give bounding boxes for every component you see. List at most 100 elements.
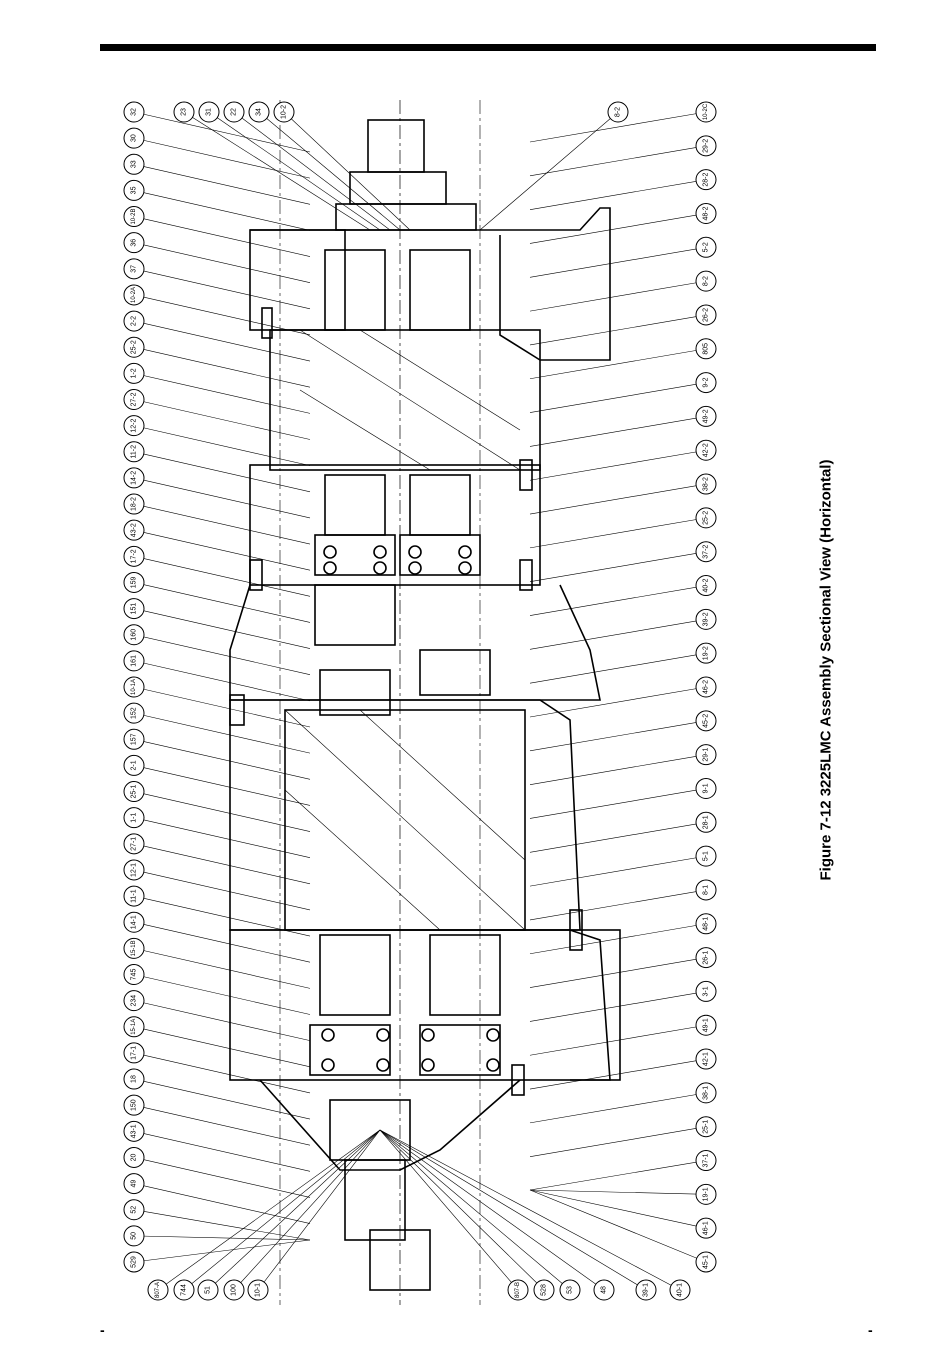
callout-label: 10-2 [281, 105, 288, 119]
callout-label: 28-1 [703, 815, 710, 829]
callout-label: 42-1 [703, 1052, 710, 1066]
callout-left-32: 15-1B [123, 937, 311, 989]
callout-label: 25-1 [131, 784, 138, 798]
callout-label: 14-1 [131, 915, 138, 929]
callout-label: 11-1 [131, 889, 138, 903]
callout-label: 18-2 [131, 497, 138, 511]
callout-right-6: 26-2 [529, 304, 717, 346]
callout-label: 807-B [515, 1282, 521, 1298]
callout-left-42: 52 [123, 1199, 311, 1241]
callout-left-29: 12-1 [123, 859, 311, 911]
callout-right-28: 42-1 [529, 1048, 717, 1090]
callout-label: 38-2 [703, 477, 710, 491]
callout-top-2: 22 [223, 101, 391, 231]
callout-left-6: 37 [123, 258, 311, 310]
callout-left-22: 10-1A [123, 676, 311, 728]
callout-left-40: 20 [123, 1146, 311, 1198]
callout-top-4: 10-2 [273, 101, 411, 231]
callout-label: 32 [131, 108, 138, 116]
callout-label: 48-1 [703, 917, 710, 931]
callout-left-21: 161 [123, 650, 311, 702]
callout-left-28: 27-1 [123, 833, 311, 885]
callout-label: 8-2 [703, 276, 710, 286]
callout-label: 50 [131, 1232, 138, 1240]
callout-left-18: 159 [123, 571, 311, 623]
callout-label: 528 [541, 1284, 548, 1296]
callout-label: 43-2 [131, 523, 138, 537]
callout-left-0: 32 [123, 101, 311, 153]
callout-label: 25-2 [703, 511, 710, 525]
callout-left-12: 12-2 [123, 415, 311, 466]
callout-left-36: 17-1 [123, 1042, 311, 1094]
callout-label: 12-1 [131, 863, 138, 877]
callout-label: 26-1 [703, 950, 710, 964]
callout-left-9: 25-2 [123, 336, 311, 388]
callout-left-44: 529 [123, 1239, 311, 1273]
callout-right-18: 45-2 [529, 710, 717, 752]
callout-label: 49-1 [703, 1018, 710, 1032]
callout-left-39: 43-1 [123, 1120, 311, 1172]
callout-label: 25-2 [131, 340, 138, 354]
callout-label: 39-2 [703, 612, 710, 626]
footer-left-mark: - [100, 1322, 105, 1338]
callout-label: 27-2 [131, 392, 138, 406]
callout-left-15: 18-2 [123, 493, 311, 545]
callout-right-25: 26-1 [529, 947, 717, 988]
callout-left-33: 745 [123, 964, 311, 1015]
callout-label: 807-A [155, 1282, 161, 1298]
caption-container: Figure 7-12 3225LMC Assembly Sectional V… [806, 430, 846, 910]
callout-label: 29-2 [703, 139, 710, 153]
callout-left-16: 43-2 [123, 519, 311, 571]
callout-label: 150 [131, 1099, 138, 1111]
callout-label: 2-1 [131, 760, 138, 770]
callout-right-32: 19-1 [529, 1183, 717, 1205]
callout-label: 52 [131, 1206, 138, 1214]
callout-left-3: 35 [123, 179, 311, 231]
callout-right-33: 46-1 [529, 1189, 717, 1239]
callout-label: 10-2C [703, 103, 709, 120]
callout-left-19: 151 [123, 598, 311, 649]
callout-right-top-0: 8-2 [479, 101, 629, 231]
callout-left-20: 160 [123, 624, 311, 676]
footer-right-mark: - [868, 1322, 873, 1338]
callout-left-38: 150 [123, 1094, 311, 1146]
callout-label: 5-2 [703, 242, 710, 252]
callout-label: 234 [131, 995, 138, 1007]
callout-label: 36 [131, 239, 138, 247]
callout-label: 744 [181, 1284, 188, 1296]
callout-right-20: 9-1 [529, 777, 717, 819]
callout-label: 40-2 [703, 578, 710, 592]
callout-label: 48 [601, 1286, 608, 1294]
callout-bottom-3: 100 [223, 1129, 381, 1301]
callout-label: 31 [206, 108, 213, 116]
callout-label: 529 [131, 1256, 138, 1268]
callout-label: 19-2 [703, 646, 710, 660]
callout-label: 34 [256, 108, 263, 116]
callout-right-4: 5-2 [529, 236, 717, 278]
callout-right-11: 38-2 [529, 473, 717, 515]
callout-left-34: 234 [123, 990, 311, 1041]
callout-label: 46-1 [703, 1221, 710, 1235]
callout-bottom-4: 10-1 [247, 1129, 381, 1301]
callout-label: 9-2 [703, 377, 710, 387]
callout-label: 17-2 [131, 549, 138, 563]
callout-label: 14-2 [131, 471, 138, 485]
callout-right-10: 42-2 [529, 439, 717, 481]
callout-left-4: 10-2B [123, 206, 311, 257]
callout-label: 48-2 [703, 206, 710, 220]
callout-label: 49 [131, 1180, 138, 1188]
callout-right-23: 8-1 [529, 879, 717, 921]
callout-right-9: 49-2 [529, 405, 717, 447]
callout-label: 20 [131, 1153, 138, 1161]
callout-right-1: 29-2 [529, 135, 717, 177]
callout-label: 27-1 [131, 837, 138, 851]
callout-label: 45-2 [703, 714, 710, 728]
callout-right-16: 19-2 [529, 642, 717, 684]
callout-left-41: 49 [123, 1173, 311, 1224]
callout-right-30: 25-1 [529, 1116, 717, 1158]
callout-label: 8-1 [703, 885, 710, 895]
callout-label: 30 [131, 134, 138, 142]
callout-label: 51 [205, 1286, 212, 1294]
callout-label: 46-2 [703, 680, 710, 694]
